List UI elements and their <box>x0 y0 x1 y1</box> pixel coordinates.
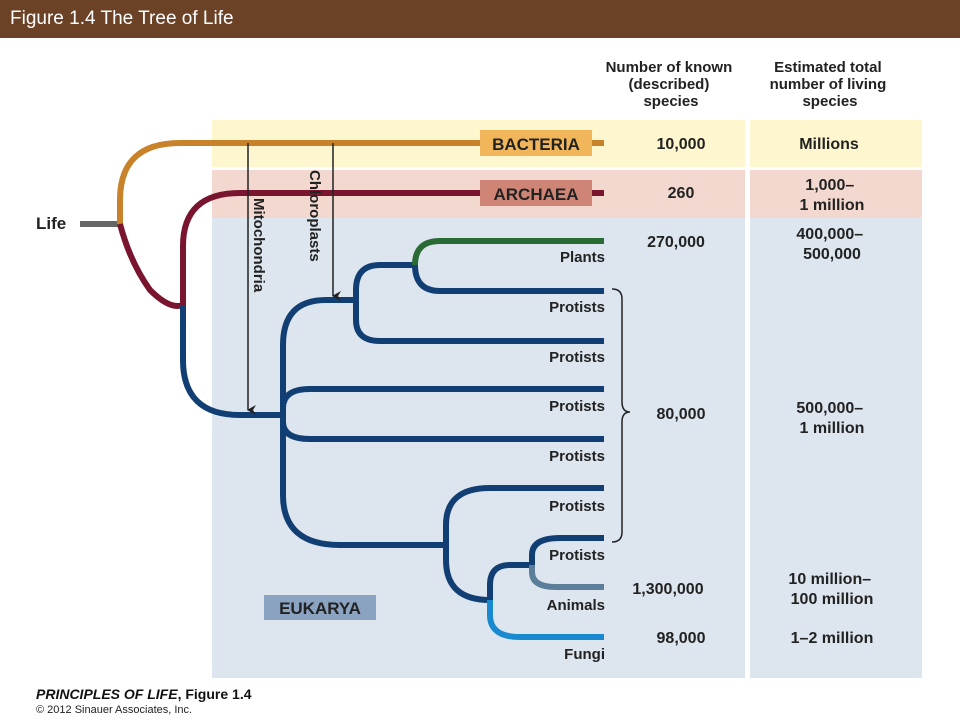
bacteria-band-right <box>750 120 922 167</box>
archaea-estimated: 1,000– 1 million <box>800 177 865 214</box>
figure-reference: , Figure 1.4 <box>177 686 252 702</box>
protists-label: Protists <box>549 547 605 564</box>
plants-estimated: 400,000– 500,000 <box>796 226 867 263</box>
protists-label: Protists <box>549 299 605 316</box>
protists-label: Protists <box>549 448 605 465</box>
known-species-header: Number of known (described) species <box>606 59 737 110</box>
bacteria-label: BACTERIA <box>492 135 580 154</box>
plants-label: Plants <box>560 249 605 266</box>
fungi-known-count: 98,000 <box>657 630 706 647</box>
protist-branch-6 <box>487 562 532 600</box>
protist-branch-2 <box>353 300 604 344</box>
archaea-label-box <box>480 180 592 206</box>
animals-branch <box>529 565 604 590</box>
archaea-band-right <box>750 170 922 218</box>
life-label: Life <box>36 214 66 233</box>
known-header-line: Number of known <box>606 59 733 76</box>
protist-branch-6b <box>529 535 604 565</box>
estimated-species-header: Estimated total number of living species <box>770 59 891 110</box>
animals-known-count: 1,300,000 <box>632 581 703 598</box>
archaea-label: ARCHAEA <box>494 185 579 204</box>
animals-estimated: 10 million– 100 million <box>788 571 875 608</box>
eukarya-panel-right <box>750 218 922 678</box>
plants-known-count: 270,000 <box>647 234 705 251</box>
footer-copyright: © 2012 Sinauer Associates, Inc. <box>36 704 193 716</box>
book-title: PRINCIPLES OF LIFE <box>36 686 178 702</box>
protist-branch-3 <box>280 386 604 415</box>
fungi-estimated: 1–2 million <box>791 630 874 647</box>
protists-label: Protists <box>549 398 605 415</box>
fungi-label: Fungi <box>564 646 605 663</box>
page-title: Figure 1.4 The Tree of Life <box>10 8 234 29</box>
protists-estimated: 500,000– 1 million <box>796 400 867 437</box>
protist-branch-1 <box>412 264 604 294</box>
eukarya-stem <box>180 305 283 418</box>
archaea-eukarya-stem <box>117 223 185 309</box>
known-header-line: (described) <box>628 76 709 93</box>
animals-label: Animals <box>547 597 605 614</box>
protists-bracket <box>611 288 631 543</box>
fungi-branch <box>487 600 604 640</box>
chloroplasts-label: Chloroplasts <box>306 170 323 262</box>
eukarya-lower-clade <box>280 415 446 548</box>
bacteria-estimated: Millions <box>799 136 859 153</box>
footer-citation: PRINCIPLES OF LIFE, Figure 1.4 <box>36 686 252 702</box>
estimated-header-line: Estimated total <box>774 59 882 76</box>
bacteria-branch <box>117 140 604 224</box>
opisthokont-branch <box>443 545 491 603</box>
eukarya-label: EUKARYA <box>279 599 361 618</box>
known-header-line: species <box>643 93 698 110</box>
eukarya-upper-clade <box>280 297 356 415</box>
estimated-header-line: number of living <box>770 76 887 93</box>
archaea-branch <box>180 190 604 305</box>
protists-known-count: 80,000 <box>657 406 706 423</box>
plants-branch <box>412 238 604 266</box>
archaea-known-count: 260 <box>668 185 695 202</box>
bacteria-label-box <box>480 130 592 156</box>
protists-label: Protists <box>549 498 605 515</box>
eukarya-label-box <box>264 595 376 620</box>
plant-protist-branch <box>353 262 415 300</box>
bacteria-known-count: 10,000 <box>657 136 706 153</box>
mitochondria-label: Mitochondria <box>250 198 267 293</box>
estimated-header-line: species <box>802 93 857 110</box>
title-bar: Figure 1.4 The Tree of Life <box>0 0 960 38</box>
protists-label: Protists <box>549 349 605 366</box>
protist-branch-5 <box>443 485 604 545</box>
